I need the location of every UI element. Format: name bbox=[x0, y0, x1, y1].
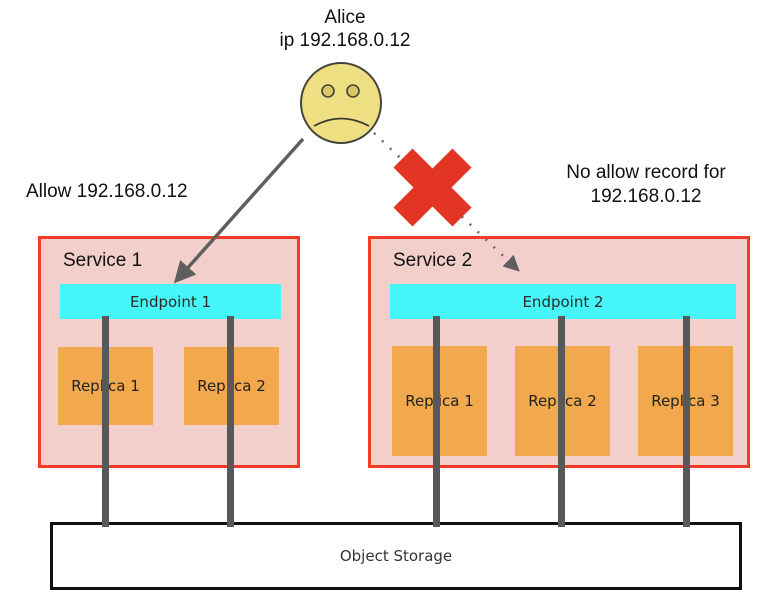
no-allow-line2: 192.168.0.12 bbox=[590, 186, 702, 207]
actor-name: Alice bbox=[324, 7, 366, 28]
connector-service2-replica2 bbox=[558, 316, 565, 527]
blocked-cross-icon bbox=[393, 148, 472, 227]
actor-ip: ip 192.168.0.12 bbox=[279, 30, 411, 51]
sad-face-icon bbox=[300, 62, 382, 144]
allow-record-label: Allow 192.168.0.12 bbox=[26, 181, 188, 202]
connector-service1-replica2 bbox=[227, 316, 234, 527]
service-1-box: Service 1 Endpoint 1 Replica 1 Replica 2 bbox=[38, 236, 300, 468]
object-storage-label: Object Storage bbox=[339, 547, 453, 565]
no-allow-line1: No allow record for bbox=[566, 162, 726, 183]
connector-service2-replica3 bbox=[683, 316, 690, 527]
service-2-title: Service 2 bbox=[393, 250, 473, 271]
object-storage-box: Object Storage bbox=[50, 522, 742, 590]
service-1-title: Service 1 bbox=[63, 250, 143, 271]
no-allow-record-label: No allow record for 192.168.0.12 bbox=[532, 161, 760, 209]
service-1-endpoint: Endpoint 1 bbox=[60, 284, 281, 319]
connector-service2-replica1 bbox=[433, 316, 440, 527]
service-2-endpoint: Endpoint 2 bbox=[390, 284, 736, 319]
actor-label: Alice ip 192.168.0.12 bbox=[235, 6, 455, 52]
connector-service1-replica1 bbox=[102, 316, 109, 527]
